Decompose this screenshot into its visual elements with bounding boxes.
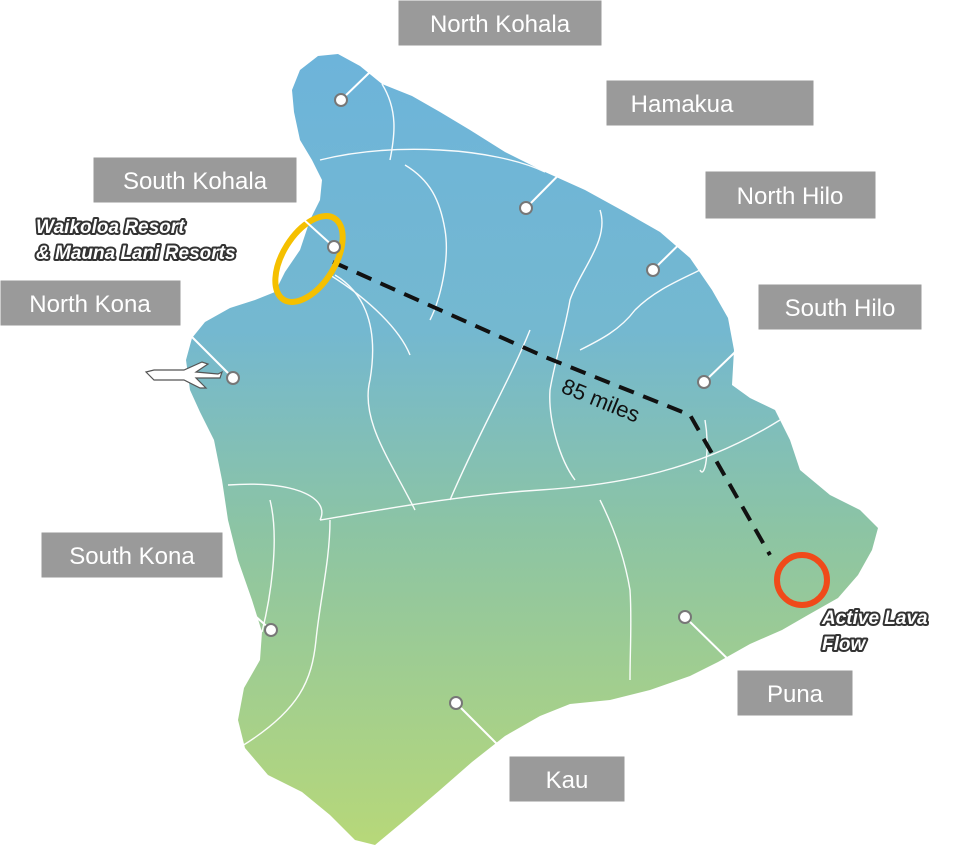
district-label-north-kona: North Kona	[0, 279, 182, 327]
leader-lines	[179, 44, 759, 757]
resort-label-line1: Waikoloa Resort	[36, 217, 185, 238]
district-label-north-hilo: North Hilo	[704, 170, 877, 220]
airplane-icon	[144, 361, 224, 389]
lava-label-line1: Active Lava	[821, 608, 928, 629]
svg-text:South Kohala: South Kohala	[123, 168, 268, 195]
svg-text:Puna: Puna	[767, 681, 824, 708]
svg-text:North Hilo: North Hilo	[737, 183, 844, 210]
district-boundaries	[227, 83, 781, 747]
svg-text:South Hilo: South Hilo	[785, 295, 896, 322]
district-label-kau: Kau	[508, 755, 626, 803]
district-label-puna: Puna	[736, 669, 854, 717]
lava-label-line2: Flow	[822, 634, 866, 655]
district-label-south-kohala: South Kohala	[92, 156, 298, 204]
svg-text:North Kona: North Kona	[29, 291, 151, 318]
svg-text:South Kona: South Kona	[69, 543, 195, 570]
resort-label-line2: & Mauna Lani Resorts	[36, 243, 236, 264]
svg-text:North Kohala: North Kohala	[430, 11, 571, 38]
resort-ring	[272, 213, 346, 305]
location-dots	[226, 93, 711, 710]
lava-ring	[774, 552, 830, 608]
district-label-hamakua: Hamakua	[605, 79, 815, 127]
district-label-south-hilo: South Hilo	[757, 283, 923, 331]
island-shape	[186, 54, 878, 845]
svg-text:Kau: Kau	[546, 767, 589, 794]
svg-text:Hamakua: Hamakua	[631, 91, 734, 118]
district-label-north-kohala: North Kohala	[397, 0, 603, 47]
district-label-south-kona: South Kona	[40, 531, 224, 579]
route-line	[332, 260, 772, 556]
